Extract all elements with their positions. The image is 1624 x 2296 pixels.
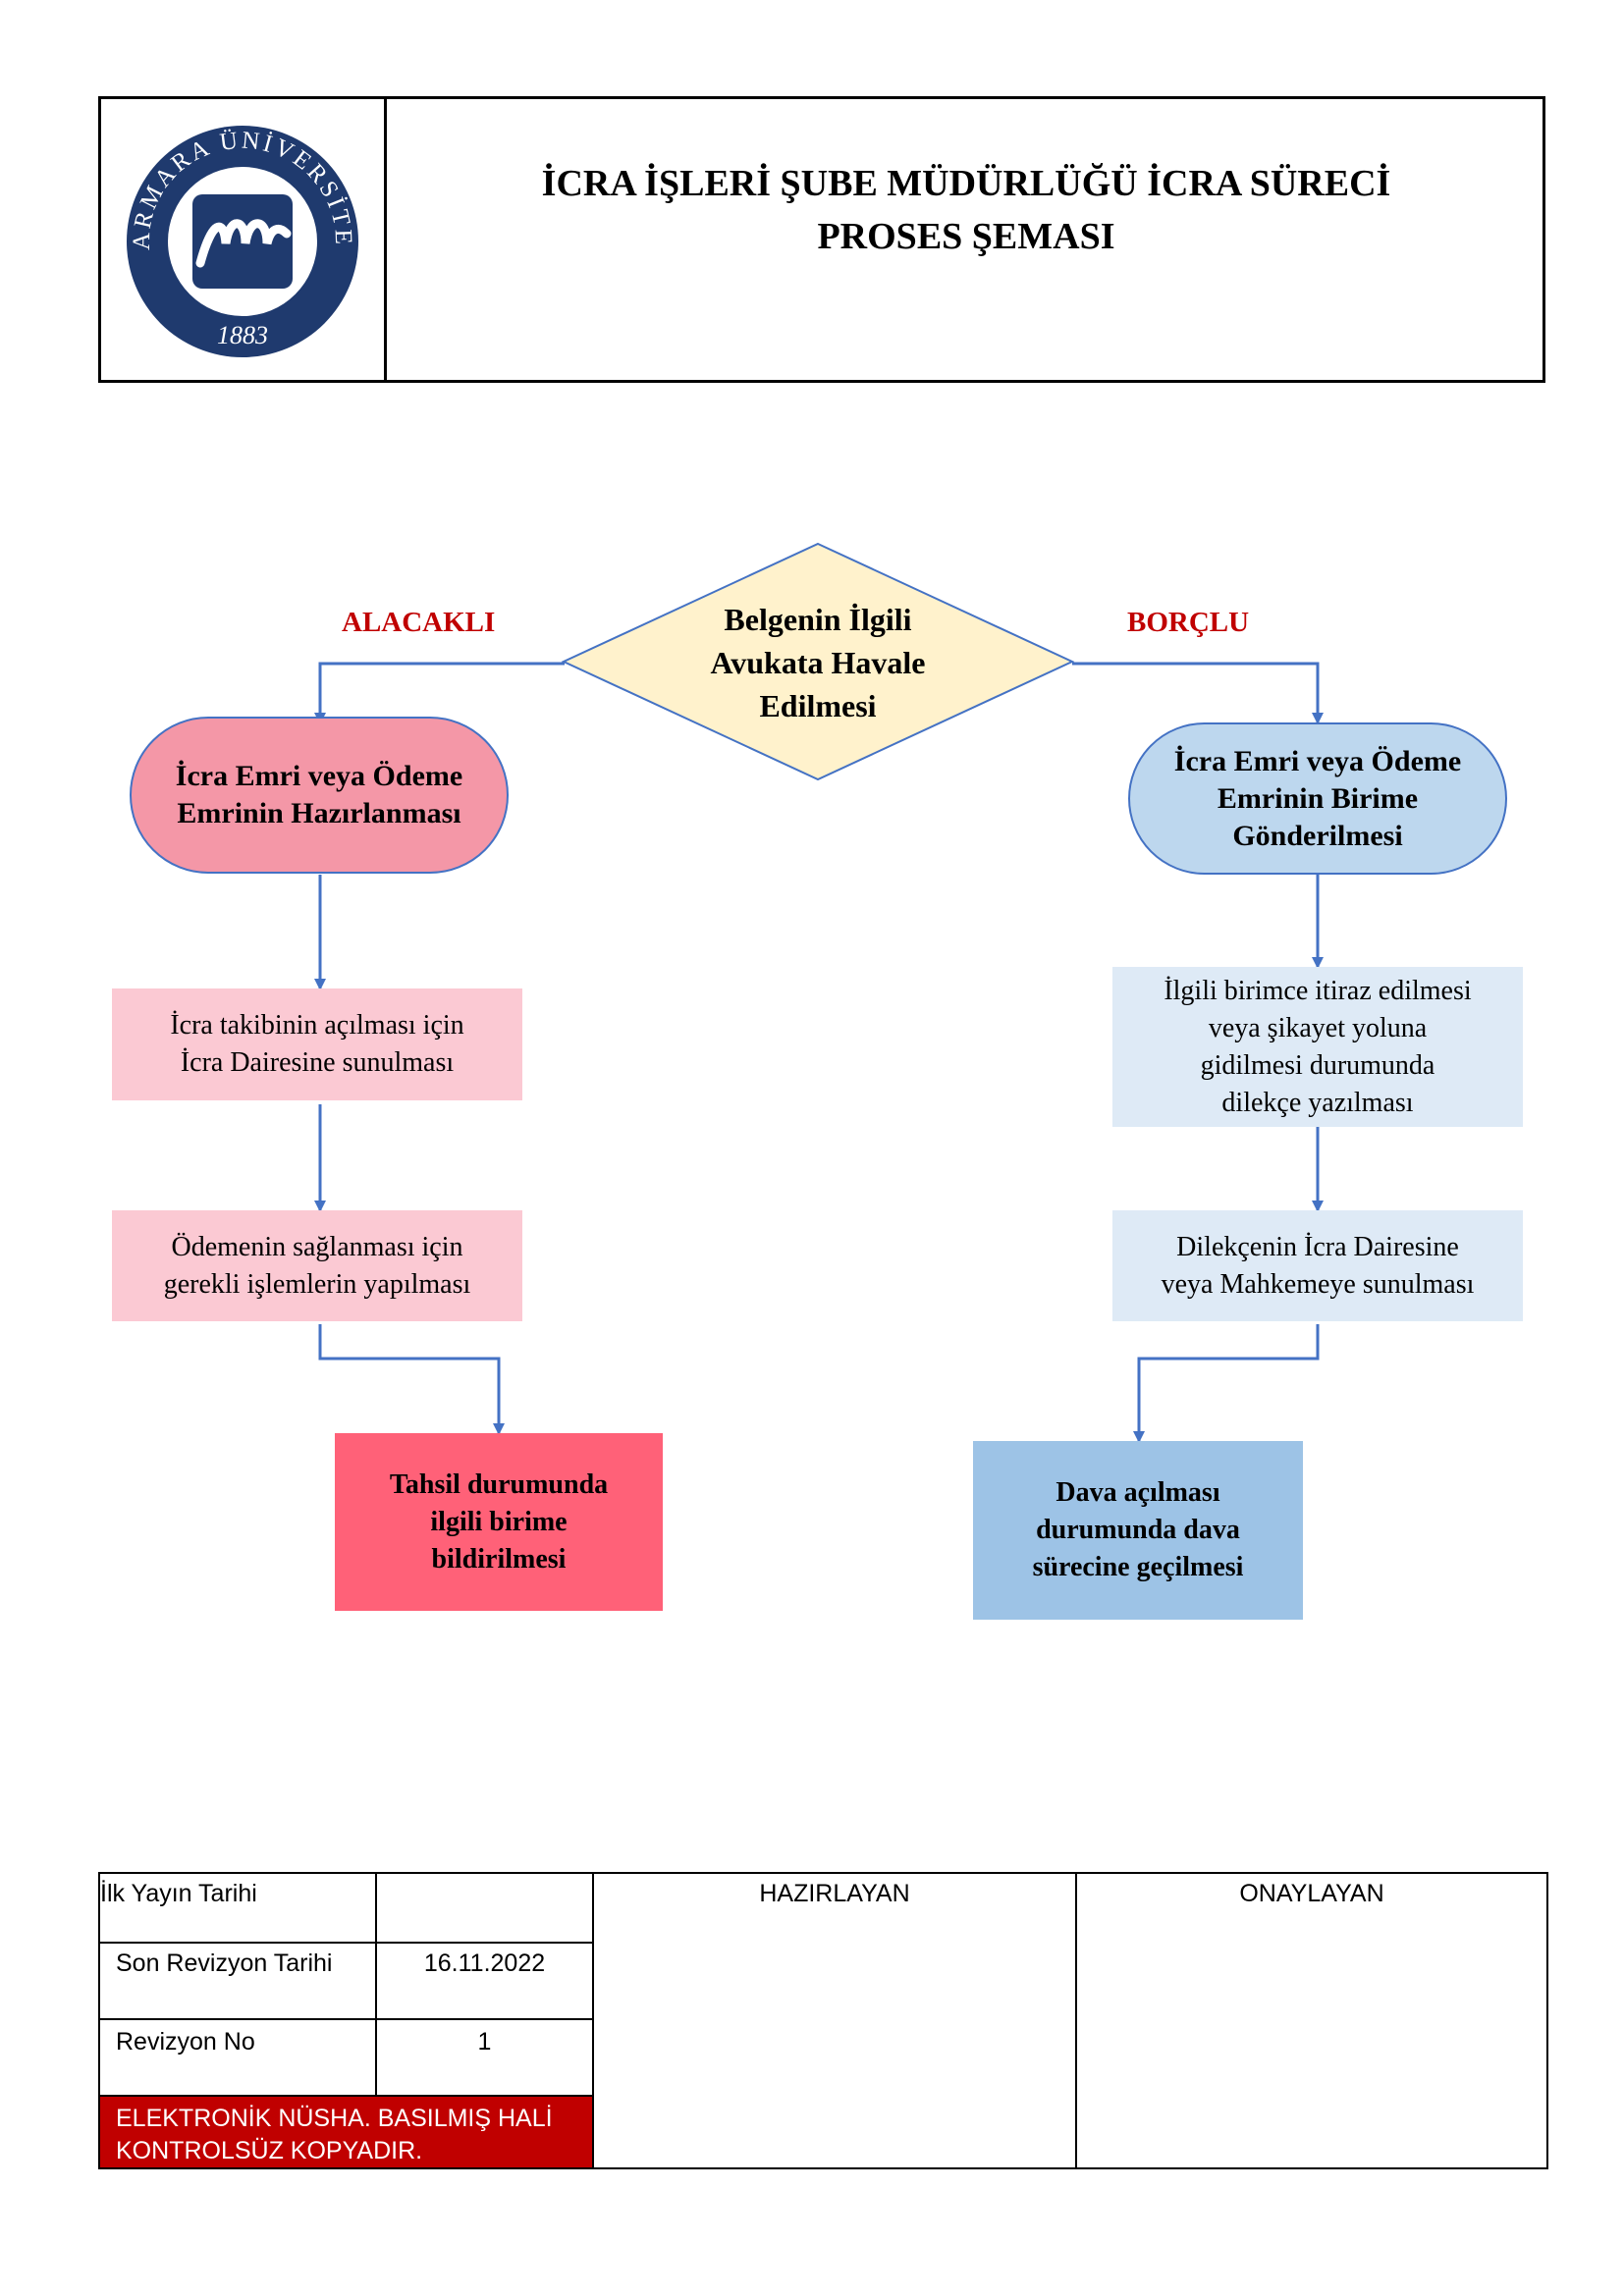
left-step-1: İcra takibinin açılması için İcra Daires… (112, 988, 522, 1100)
label-alacakli: ALACAKLI (342, 607, 496, 638)
university-logo: MARMARA ÜNİVERSİTESİ 1883 (85, 76, 358, 357)
arrow-right-step2-end (1133, 1324, 1320, 1443)
left-end-line: ilgili birime (430, 1506, 568, 1537)
left-start-terminal: İcra Emri veya Ödeme Emrinin Hazırlanmas… (130, 717, 509, 874)
revizyon-no-label: Revizyon No (116, 2028, 255, 2056)
title-line-2: PROSES ŞEMASI (817, 216, 1115, 257)
decision-line: Avukata Havale (710, 645, 926, 680)
revizyon-no-value-cell: 1 (375, 2018, 594, 2097)
left-step2-line: gerekli işlemlerin yapılması (163, 1268, 471, 1300)
decision-diamond (561, 542, 1075, 781)
notice-line-1: ELEKTRONİK NÜSHA. BASILMIŞ HALİ (116, 2105, 553, 2132)
right-step-2: Dilekçenin İcra Dairesine veya Mahkemeye… (1112, 1210, 1523, 1321)
right-end-line: Dava açılması (1056, 1477, 1220, 1508)
right-step2-line: Dilekçenin İcra Dairesine (1176, 1231, 1459, 1262)
title-line-1: İCRA İŞLERİ ŞUBE MÜDÜRLÜĞÜ İCRA SÜRECİ (541, 163, 1391, 204)
onaylayan-cell: ONAYLAYAN (1075, 1872, 1548, 2169)
right-start-terminal: İcra Emri veya Ödeme Emrinin Birime Gönd… (1128, 722, 1507, 875)
uncontrolled-copy-notice: ELEKTRONİK NÜSHA. BASILMIŞ HALİ KONTROLS… (98, 2095, 594, 2169)
right-step1-line: İlgili birimce itiraz edilmesi (1164, 975, 1472, 1006)
left-step1-line: İcra Dairesine sunulması (180, 1047, 455, 1078)
ilk-yayin-label: İlk Yayın Tarihi (100, 1880, 257, 1907)
left-step1-line: İcra takibinin açılması için (170, 1010, 464, 1041)
label-borclu: BORÇLU (1127, 607, 1250, 638)
right-end: Dava açılması durumunda dava sürecine ge… (973, 1441, 1303, 1620)
arrow-left-step2-end (318, 1324, 505, 1435)
right-step2-line: veya Mahkemeye sunulması (1161, 1268, 1475, 1300)
revizyon-no-value: 1 (477, 2028, 492, 2056)
decision-text: Belgenin İlgili Avukata Havale Edilmesi (628, 574, 1007, 751)
right-end-line: sürecine geçilmesi (1032, 1552, 1244, 1582)
son-revizyon-label: Son Revizyon Tarihi (116, 1949, 333, 1977)
onaylayan-label: ONAYLAYAN (1239, 1880, 1384, 1907)
arrow-decision-right (1072, 662, 1324, 724)
son-revizyon-label-cell: Son Revizyon Tarihi (98, 1942, 377, 2020)
right-step1-line: dilekçe yazılması (1221, 1087, 1414, 1118)
notice-line-2: KONTROLSÜZ KOPYADIR. (116, 2137, 423, 2164)
left-end-line: Tahsil durumunda (389, 1468, 609, 1500)
header-frame (98, 96, 1545, 383)
page-title: İCRA İŞLERİ ŞUBE MÜDÜRLÜĞÜ İCRA SÜRECİ P… (387, 157, 1545, 263)
son-revizyon-value: 16.11.2022 (423, 1949, 546, 1977)
ilk-yayin-value-cell (375, 1872, 594, 1944)
right-step1-line: gidilmesi durumunda (1200, 1049, 1435, 1081)
right-step-1: İlgili birimce itiraz edilmesi veya şika… (1112, 967, 1523, 1127)
decision-line: Edilmesi (759, 688, 877, 723)
revizyon-no-label-cell: Revizyon No (98, 2018, 377, 2097)
hazirlayan-label: HAZIRLAYAN (759, 1880, 910, 1907)
right-start-line: İcra Emri veya Ödeme (1173, 744, 1462, 777)
left-start-line: İcra Emri veya Ödeme (175, 760, 463, 792)
right-start-line: Emrinin Birime (1217, 781, 1419, 815)
ilk-yayin-label-cell: İlk Yayın Tarihi (98, 1872, 377, 1944)
left-step2-line: Ödemenin sağlanması için (171, 1231, 463, 1262)
right-end-line: durumunda dava (1036, 1515, 1240, 1545)
hazirlayan-cell: HAZIRLAYAN (592, 1872, 1077, 2169)
decision-line: Belgenin İlgili (724, 602, 912, 637)
left-end: Tahsil durumunda ilgili birime bildirilm… (335, 1433, 663, 1611)
son-revizyon-value-cell: 16.11.2022 (375, 1942, 594, 2020)
right-step1-line: veya şikayet yoluna (1208, 1012, 1428, 1043)
right-start-line: Gönderilmesi (1232, 819, 1403, 852)
left-start-line: Emrinin Hazırlanması (177, 797, 461, 829)
arrow-decision-left (314, 662, 565, 724)
logo-year: 1883 (217, 321, 268, 349)
left-end-line: bildirilmesi (431, 1543, 567, 1575)
logo-cell: MARMARA ÜNİVERSİTESİ 1883 (85, 76, 387, 383)
left-step-2: Ödemenin sağlanması için gerekli işlemle… (112, 1210, 522, 1321)
